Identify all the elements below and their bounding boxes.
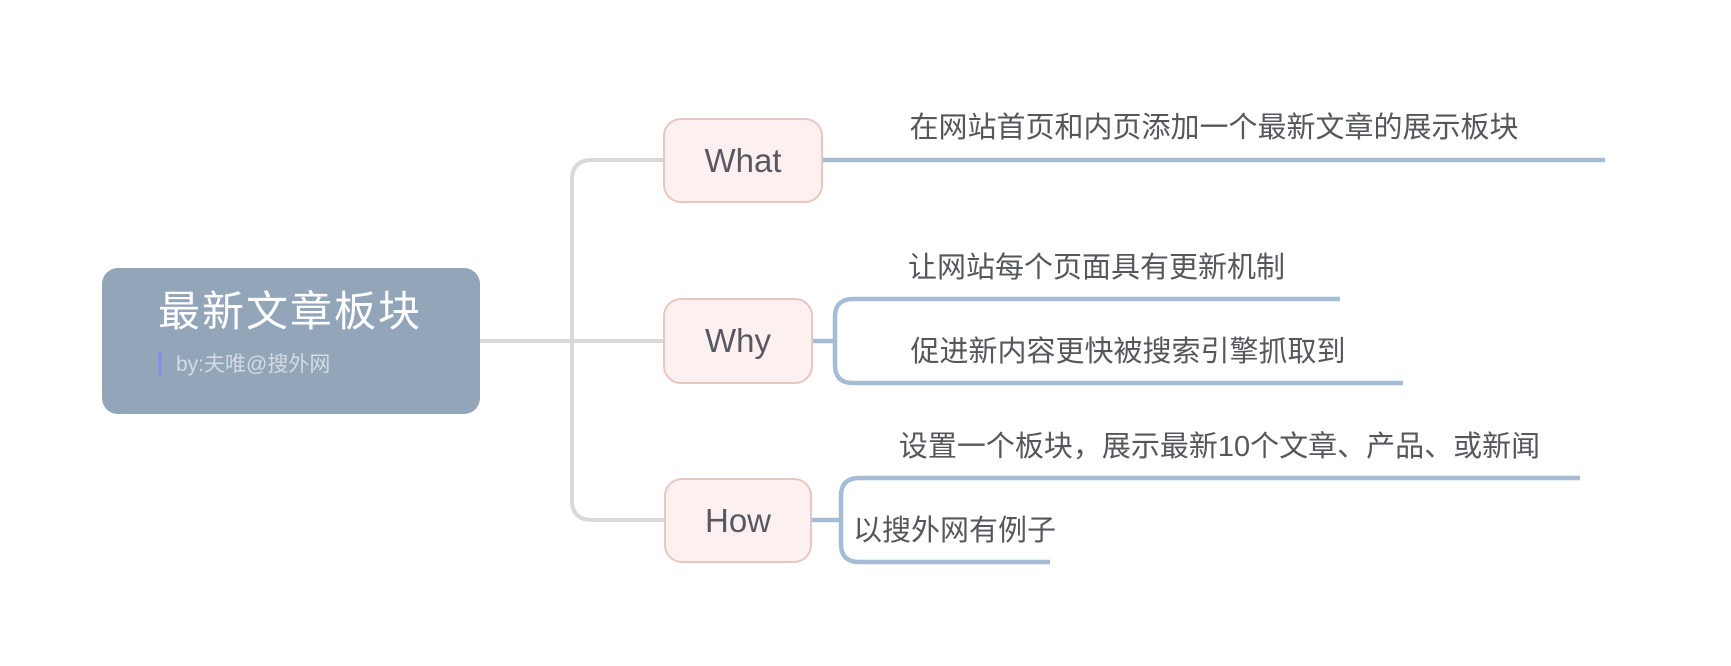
leaf-topic-why-1[interactable]: 让网站每个页面具有更新机制 [907, 252, 1285, 284]
branch-label-why: Why [705, 322, 771, 359]
leaf-connectors [812, 157, 1605, 565]
leaf-topic-what-1[interactable]: 在网站首页和内页添加一个最新文章的展示板块 [909, 112, 1519, 144]
branch-node-why[interactable]: Why [663, 298, 813, 384]
root-node[interactable]: 最新文章板块 by:夫唯@搜外网 [102, 268, 480, 414]
leaf-topic-how-2[interactable]: 以搜外网有例子 [853, 515, 1057, 547]
subtitle-accent-bar [158, 351, 162, 375]
branch-node-how[interactable]: How [664, 478, 812, 563]
leaf-topic-how-1[interactable]: 设置一个板块，展示最新10个文章、产品、或新闻 [898, 431, 1541, 463]
leaf-topic-why-2[interactable]: 促进新内容更快被搜索引擎抓取到 [910, 336, 1346, 368]
root-branch-connectors [480, 158, 664, 522]
root-subtitle: by:夫唯@搜外网 [176, 353, 331, 376]
branch-node-what[interactable]: What [663, 118, 823, 203]
root-subtitle-row: by:夫唯@搜外网 [158, 348, 480, 378]
branch-label-how: How [704, 501, 772, 539]
branch-label-what: What [704, 141, 782, 179]
root-title: 最新文章板块 [158, 288, 423, 335]
